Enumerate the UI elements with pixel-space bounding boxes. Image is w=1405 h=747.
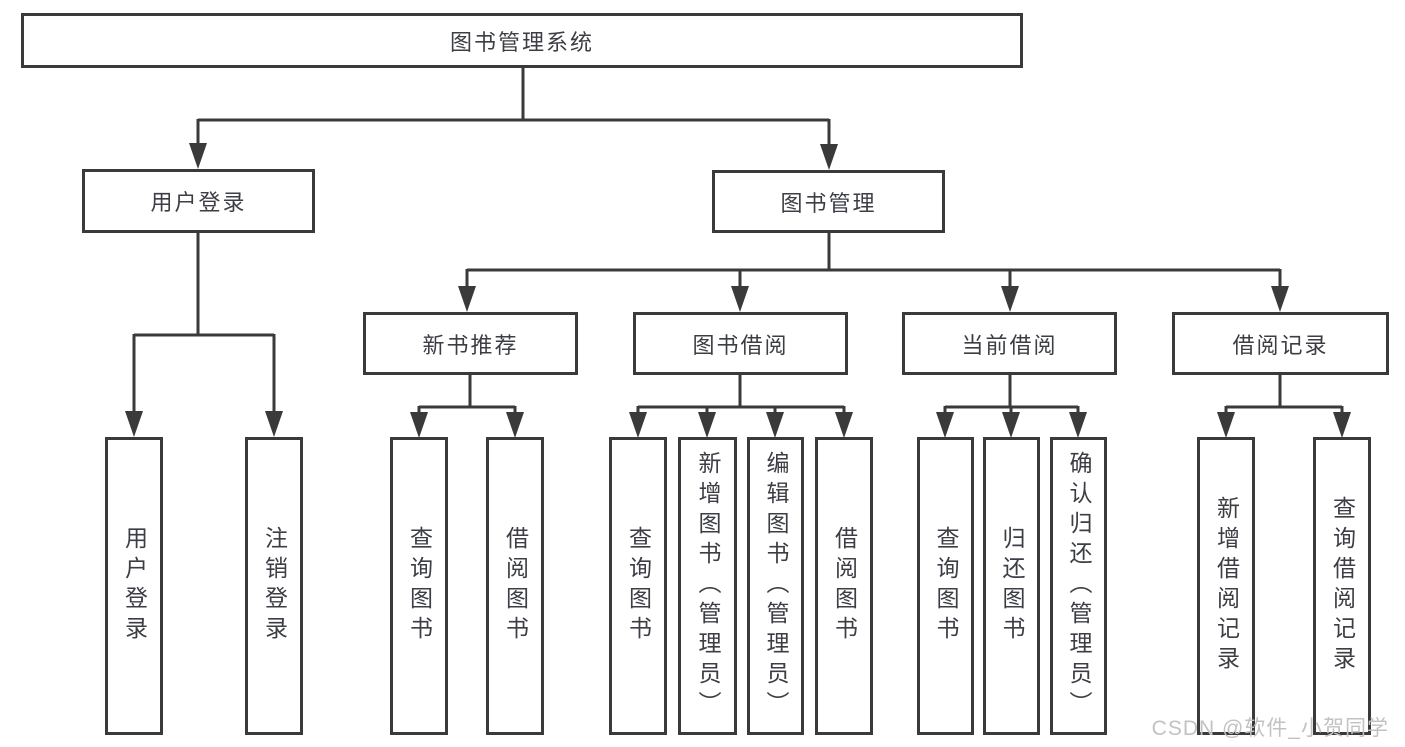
leaf-logout: 注销登录 bbox=[245, 437, 303, 735]
node-root-label: 图书管理系统 bbox=[449, 29, 594, 55]
leaf-return-books: 归还图书 bbox=[983, 437, 1040, 735]
leaf-query-borrow-record: 查询借阅记录 bbox=[1313, 437, 1371, 735]
node-current-borrow: 当前借阅 bbox=[902, 312, 1117, 375]
node-borrow-records-label: 借阅记录 bbox=[1232, 332, 1329, 358]
node-book-borrow-label: 图书借阅 bbox=[692, 332, 789, 358]
leaf-current-query-books: 查询图书 bbox=[917, 437, 974, 735]
node-current-borrow-label: 当前借阅 bbox=[961, 332, 1058, 358]
leaf-rec-borrow-books-label: 借阅图书 bbox=[502, 526, 529, 646]
leaf-add-borrow-record-label: 新增借阅记录 bbox=[1213, 496, 1240, 676]
node-new-book-rec: 新书推荐 bbox=[363, 312, 578, 375]
node-user-login-branch: 用户登录 bbox=[82, 169, 315, 233]
leaf-edit-books-admin-label: 编辑图书（管理员） bbox=[763, 451, 789, 721]
leaf-borrow-query-books-label: 查询图书 bbox=[625, 526, 652, 646]
leaf-return-books-label: 归还图书 bbox=[999, 526, 1025, 646]
leaf-confirm-return-admin: 确认归还（管理员） bbox=[1050, 437, 1107, 735]
leaf-edit-books-admin: 编辑图书（管理员） bbox=[747, 437, 804, 735]
leaf-query-borrow-record-label: 查询借阅记录 bbox=[1329, 496, 1356, 676]
leaf-rec-query-books-label: 查询图书 bbox=[406, 526, 433, 646]
connector-root-to-branches bbox=[189, 68, 838, 170]
connector-book-borrow-to-leaves bbox=[629, 375, 853, 438]
leaf-borrow-books-label: 借阅图书 bbox=[831, 526, 858, 646]
leaf-user-login-label: 用户登录 bbox=[121, 526, 148, 646]
leaf-rec-borrow-books: 借阅图书 bbox=[486, 437, 544, 735]
node-book-mgmt-branch: 图书管理 bbox=[712, 170, 945, 233]
leaf-confirm-return-admin-label: 确认归还（管理员） bbox=[1066, 451, 1092, 721]
connector-borrow-records-to-leaves bbox=[1217, 375, 1351, 438]
leaf-borrow-query-books: 查询图书 bbox=[609, 437, 667, 735]
connector-current-borrow-to-leaves bbox=[936, 375, 1087, 438]
node-borrow-records: 借阅记录 bbox=[1172, 312, 1389, 375]
node-book-mgmt-label: 图书管理 bbox=[780, 190, 877, 216]
node-new-book-rec-label: 新书推荐 bbox=[422, 332, 519, 358]
leaf-rec-query-books: 查询图书 bbox=[390, 437, 448, 735]
node-book-borrow: 图书借阅 bbox=[633, 312, 848, 375]
leaf-current-query-books-label: 查询图书 bbox=[933, 526, 959, 646]
leaf-add-borrow-record: 新增借阅记录 bbox=[1197, 437, 1255, 735]
connector-book-mgmt-to-sections bbox=[458, 233, 1289, 312]
leaf-add-books-admin-label: 新增图书（管理员） bbox=[695, 451, 721, 721]
leaf-logout-label: 注销登录 bbox=[261, 526, 288, 646]
leaf-add-books-admin: 新增图书（管理员） bbox=[678, 437, 737, 735]
leaf-user-login: 用户登录 bbox=[105, 437, 163, 735]
connector-user-login-to-leaves bbox=[125, 233, 283, 437]
node-user-login-label: 用户登录 bbox=[150, 190, 247, 215]
connector-new-book-rec-to-leaves bbox=[410, 375, 524, 438]
node-root-library-system: 图书管理系统 bbox=[21, 13, 1023, 68]
leaf-borrow-books: 借阅图书 bbox=[815, 437, 873, 735]
